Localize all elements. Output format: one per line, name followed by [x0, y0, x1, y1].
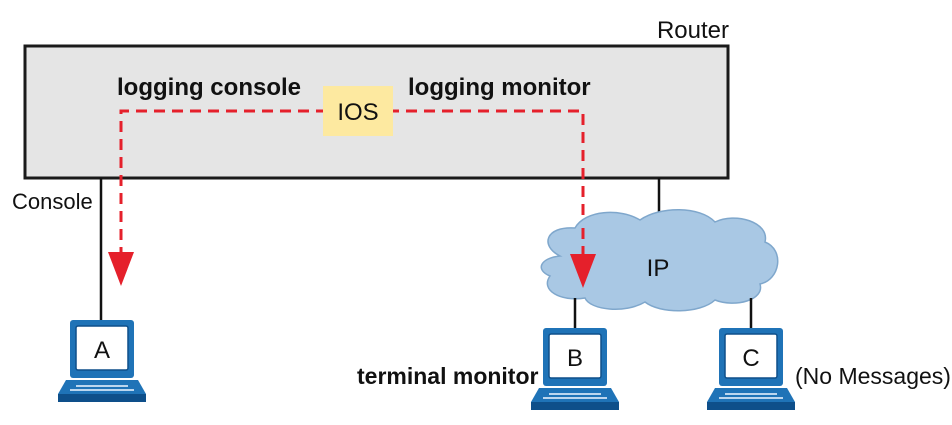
pc-c: C [706, 327, 796, 411]
pc-b-label: B [567, 345, 583, 372]
pc-a: A [57, 319, 147, 403]
arrowhead-down-icon [570, 254, 596, 288]
logging-monitor-label: logging monitor [408, 74, 591, 101]
terminal-monitor-label: terminal monitor [357, 363, 539, 389]
ios-label: IOS [337, 99, 378, 126]
logging-console-label: logging console [117, 74, 301, 101]
arrowhead-down-icon [108, 252, 134, 286]
pc-b: B [530, 327, 620, 411]
no-messages-label: (No Messages) [795, 363, 951, 389]
router-label: Router [657, 17, 729, 44]
ip-cloud-icon [540, 209, 779, 312]
pc-a-label: A [94, 337, 110, 364]
ip-cloud-label: IP [647, 255, 670, 282]
console-port-label: Console [12, 189, 93, 214]
pc-c-label: C [742, 345, 759, 372]
ios-box [323, 86, 393, 136]
